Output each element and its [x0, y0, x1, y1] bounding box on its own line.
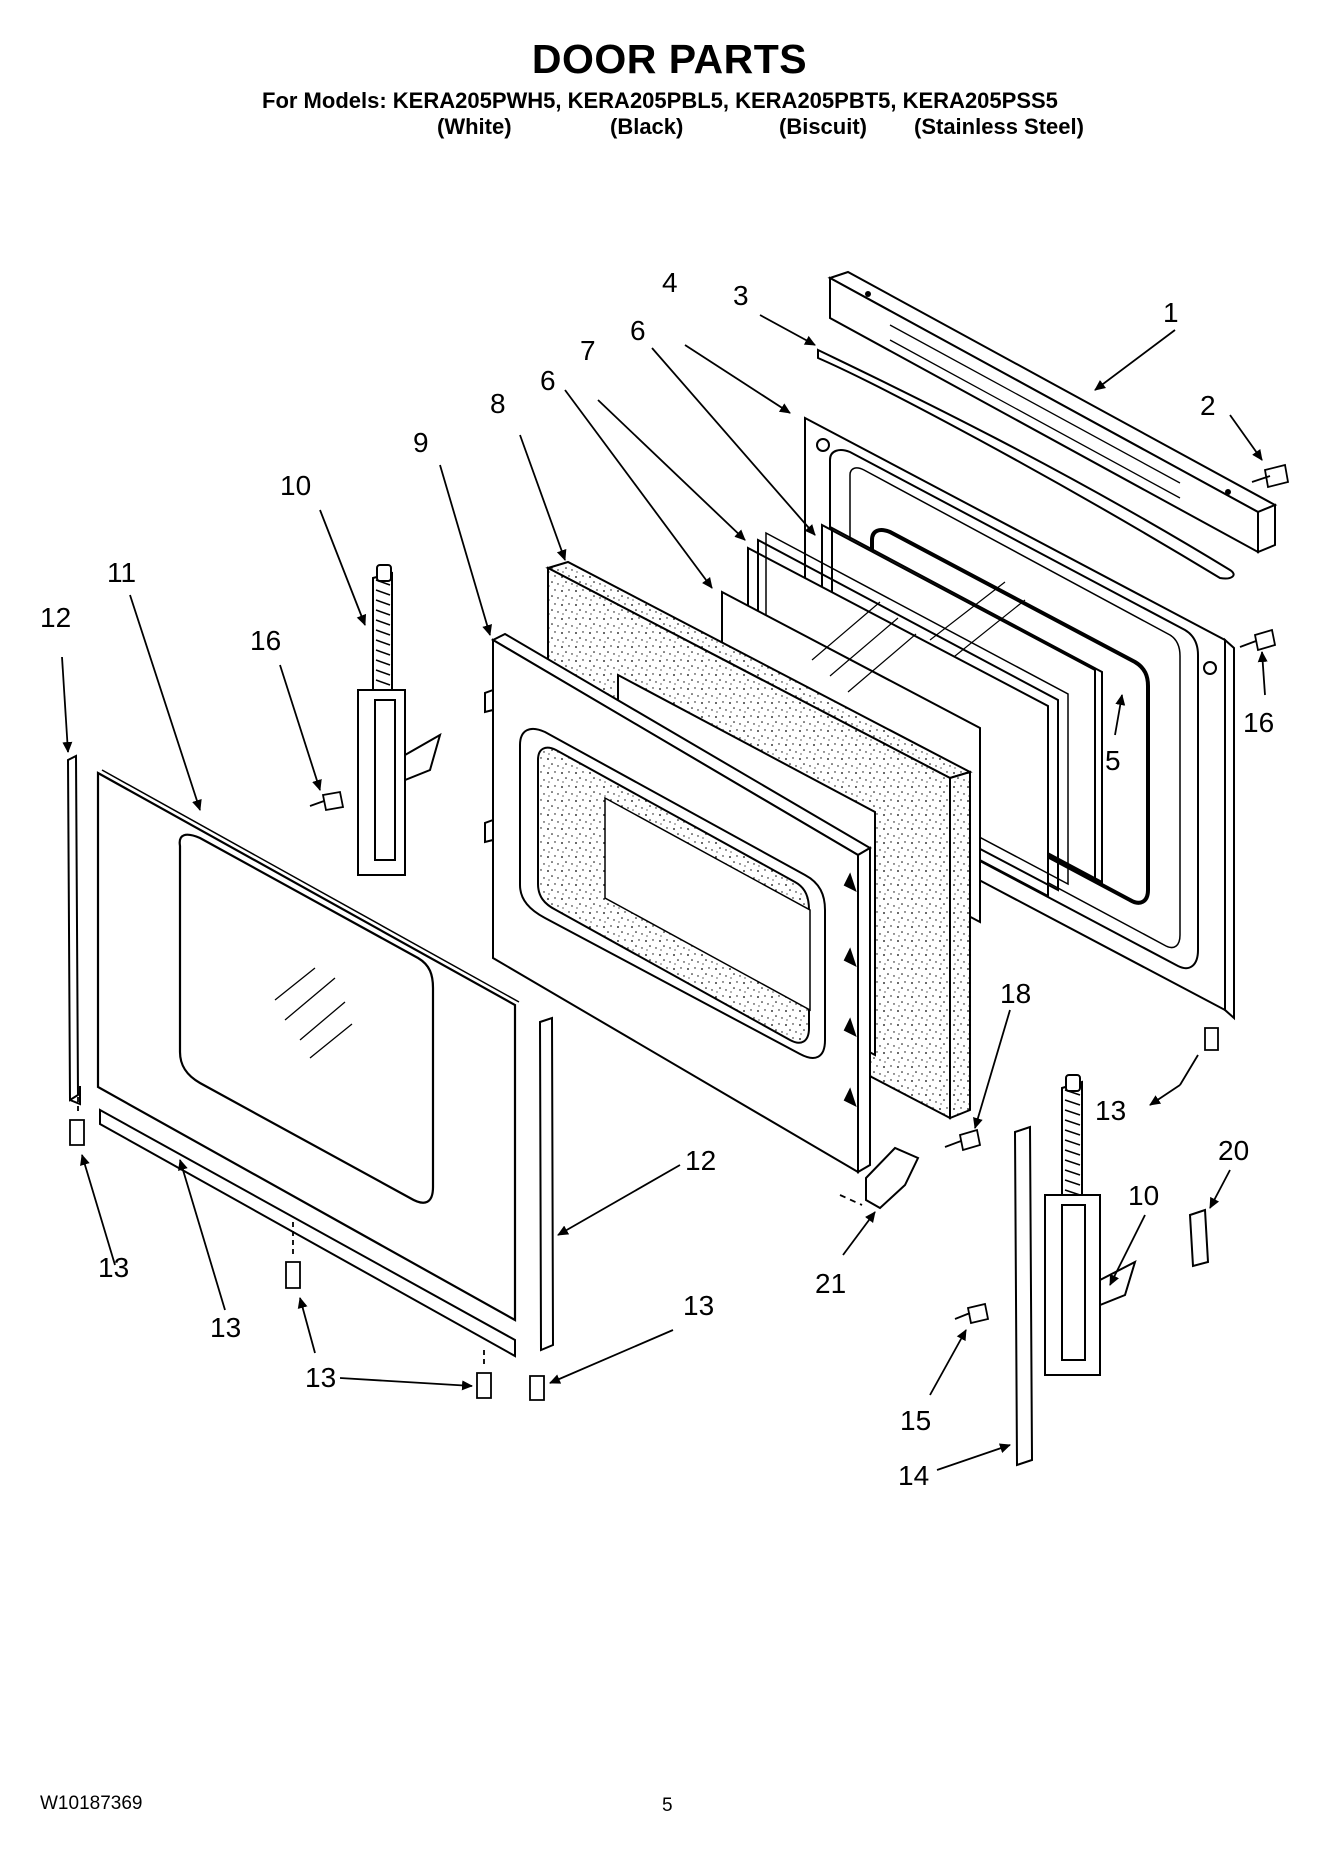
- page-number: 5: [662, 1795, 673, 1816]
- callout-8: 8: [490, 388, 506, 419]
- part-side-trim-right: [538, 1016, 555, 1352]
- callout-6a: 6: [630, 315, 646, 346]
- callout-14: 13: [210, 1312, 241, 1343]
- callout-3: 3: [733, 280, 749, 311]
- part-side-trim-left: [66, 754, 81, 1106]
- callout-2: 2: [1200, 390, 1216, 421]
- part-bracket: [1188, 1208, 1210, 1268]
- part-clip: [865, 1146, 920, 1210]
- leader-lines: [61, 314, 1268, 1471]
- callout-numbers: 1 2 3 4 5 6 6 7 8 9 10 10 11 12 12 13 13…: [40, 267, 1274, 1491]
- callout-5: 5: [1105, 745, 1121, 776]
- part-vent-trim: [827, 270, 1278, 554]
- callout-18: 16: [1243, 707, 1274, 738]
- callout-16b: 16: [250, 625, 281, 656]
- part-door-frame: [484, 632, 872, 1174]
- color-biscuit: (Biscuit): [779, 114, 867, 139]
- part-gasket-strip: [817, 348, 1235, 580]
- part-hinge-left: [357, 564, 442, 876]
- callout-13c: 13: [305, 1362, 336, 1393]
- color-white: (White): [437, 114, 512, 139]
- callout-9: 9: [413, 427, 429, 458]
- callout-20: 18: [1000, 978, 1031, 1009]
- callout-1: 1: [1163, 297, 1179, 328]
- color-stainless: (Stainless Steel): [914, 114, 1084, 139]
- callout-4: 4: [662, 267, 678, 298]
- document-number: W10187369: [40, 1793, 143, 1814]
- part-bottom-trim: [99, 1108, 516, 1358]
- part-outer-door: [96, 769, 520, 1322]
- callout-6b: 6: [540, 365, 556, 396]
- callout-7: 7: [580, 335, 596, 366]
- callout-10a: 10: [280, 470, 311, 501]
- callout-22: 21: [815, 1268, 846, 1299]
- callout-11: 11: [107, 557, 136, 588]
- callout-12b: 12: [685, 1145, 716, 1176]
- callout-21: 20: [1218, 1135, 1249, 1166]
- callout-12a: 12: [40, 602, 71, 633]
- part-hinge-right: [1044, 1074, 1137, 1376]
- page-title: DOOR PARTS: [531, 36, 808, 82]
- callout-15: 14: [898, 1460, 929, 1491]
- callout-13a: 13: [1095, 1095, 1126, 1126]
- callout-10b: 10: [1128, 1180, 1159, 1211]
- screws: [69, 463, 1290, 1401]
- part-hinge-receiver: [1013, 1125, 1034, 1467]
- callout-13d: 13: [683, 1290, 714, 1321]
- callout-16a: 15: [900, 1405, 931, 1436]
- color-black: (Black): [610, 114, 684, 139]
- model-numbers: For Models: KERA205PWH5, KERA205PBL5, KE…: [262, 88, 1058, 113]
- callout-13b: 13: [98, 1252, 129, 1283]
